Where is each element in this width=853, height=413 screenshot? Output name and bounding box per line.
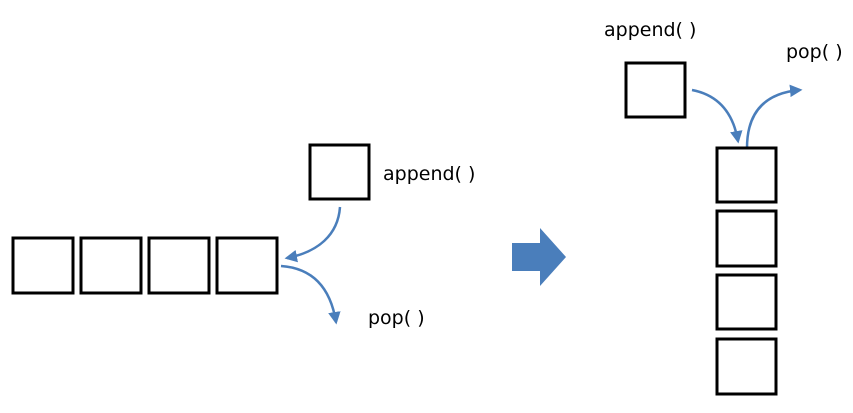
stack-box-4 <box>715 337 778 396</box>
left-pop-arrow <box>280 264 341 325</box>
row-box-4 <box>215 236 279 295</box>
right-new-element-box <box>624 61 687 119</box>
right-stack <box>715 146 778 396</box>
left-append-arrow <box>284 206 342 263</box>
stack-box-1 <box>715 146 778 204</box>
right-pop-label: pop( ) <box>786 41 843 63</box>
stack-box-2 <box>715 209 778 268</box>
row-box-1 <box>11 236 75 295</box>
stack-box-3 <box>715 273 778 331</box>
right-append-label: append( ) <box>604 19 696 41</box>
left-new-element-box <box>308 143 371 201</box>
row-box-2 <box>79 236 143 295</box>
left-pop-label: pop( ) <box>368 307 425 329</box>
left-row <box>11 236 279 295</box>
right-arrow-icon <box>512 228 566 286</box>
right-pop-arrow <box>745 84 803 149</box>
row-box-3 <box>147 236 211 295</box>
right-append-arrow <box>691 88 743 144</box>
left-append-label: append( ) <box>383 163 475 185</box>
